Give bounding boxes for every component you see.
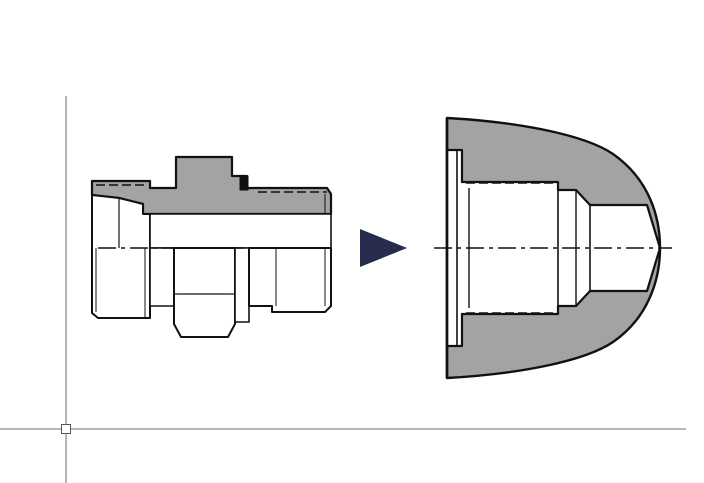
fitting-left-thread-end xyxy=(91,194,151,319)
fitting-lower-left-ring xyxy=(149,247,175,307)
fitting-right-thread-end xyxy=(248,247,332,313)
fitting-oring-groove xyxy=(239,175,249,191)
reference-crosshair xyxy=(0,96,686,483)
fitting-center-body xyxy=(149,213,332,249)
fitting-lower-right-ring xyxy=(234,247,250,323)
fitting-part xyxy=(90,155,333,338)
grip-handle-icon[interactable] xyxy=(61,424,71,434)
arrow-right-icon xyxy=(360,229,407,267)
fitting-hex-nut xyxy=(173,247,236,338)
